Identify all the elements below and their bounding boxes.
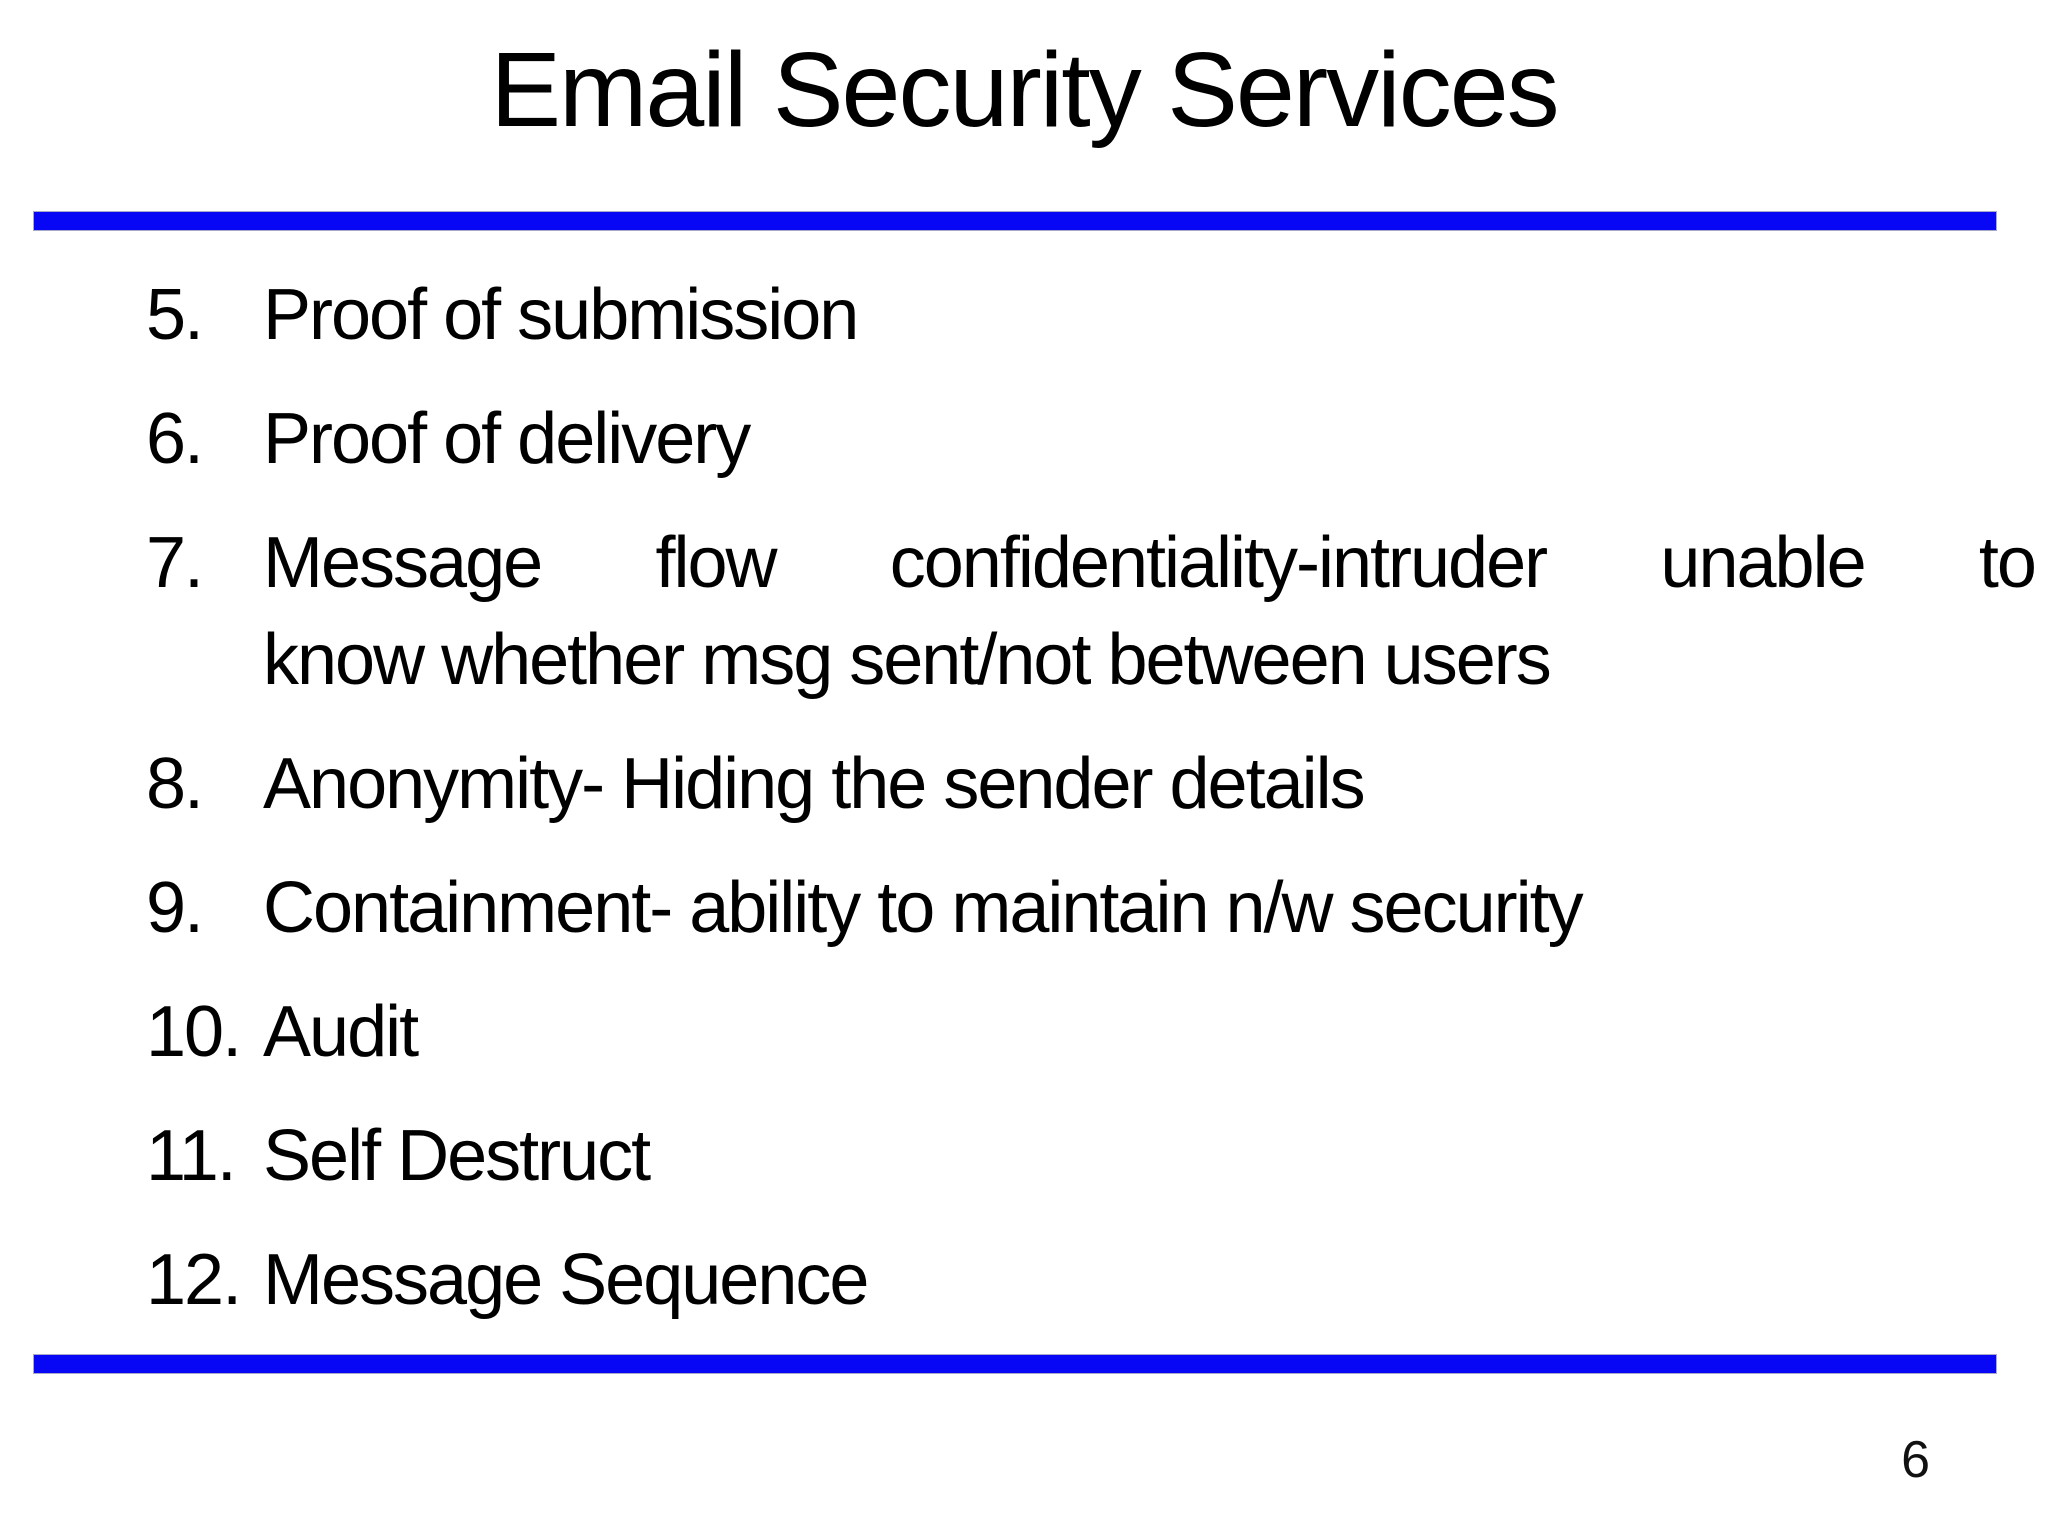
item-word: flow <box>655 523 777 603</box>
item-line-2: know whether msg sent/not between users <box>263 620 1552 700</box>
item-number: 11. <box>146 1116 237 1196</box>
bottom-divider-bar <box>33 1354 1997 1374</box>
item-text: Audit <box>263 992 419 1072</box>
list-item: 9. Containment- ability to maintain n/w … <box>146 860 2035 957</box>
services-list: 5. Proof of submission 6. Proof of deliv… <box>146 267 2037 1356</box>
item-number: 6. <box>146 399 204 479</box>
item-text: Message Sequence <box>263 1240 869 1320</box>
item-word: Message <box>263 523 543 603</box>
item-text: Proof of delivery <box>263 399 751 479</box>
item-word: to <box>1978 523 2037 603</box>
item-line-1: Message flow confidentiality-intruder unabl… <box>263 515 2037 612</box>
item-number: 9. <box>146 868 204 948</box>
item-word: unable <box>1660 523 1866 603</box>
item-number: 7. <box>146 523 204 603</box>
item-number: 5. <box>146 275 204 355</box>
item-number: 8. <box>146 744 204 824</box>
list-item: 8. Anonymity- Hiding the sender details <box>146 736 2035 833</box>
item-text: Anonymity- Hiding the sender details <box>263 744 1366 824</box>
page-number: 6 <box>1901 1431 1930 1489</box>
item-number: 10. <box>146 992 242 1072</box>
list-item: 5. Proof of submission <box>146 267 2035 364</box>
item-number: 12. <box>146 1240 242 1320</box>
item-text: Self Destruct <box>263 1116 651 1196</box>
list-item: 12. Message Sequence <box>146 1232 2035 1329</box>
item-text: Proof of submission <box>263 275 859 355</box>
list-item: 11. Self Destruct <box>146 1108 2035 1205</box>
item-word: confidentiality-intruder <box>889 523 1548 603</box>
list-item: 6. Proof of delivery <box>146 391 2035 488</box>
list-item: 10. Audit <box>146 984 2035 1081</box>
item-text: Containment- ability to maintain n/w sec… <box>263 868 1584 948</box>
top-divider-bar <box>33 211 1997 231</box>
slide-title: Email Security Services <box>490 31 1559 149</box>
list-item: 7. Message flow confidentiality-intruder un… <box>146 515 2037 709</box>
